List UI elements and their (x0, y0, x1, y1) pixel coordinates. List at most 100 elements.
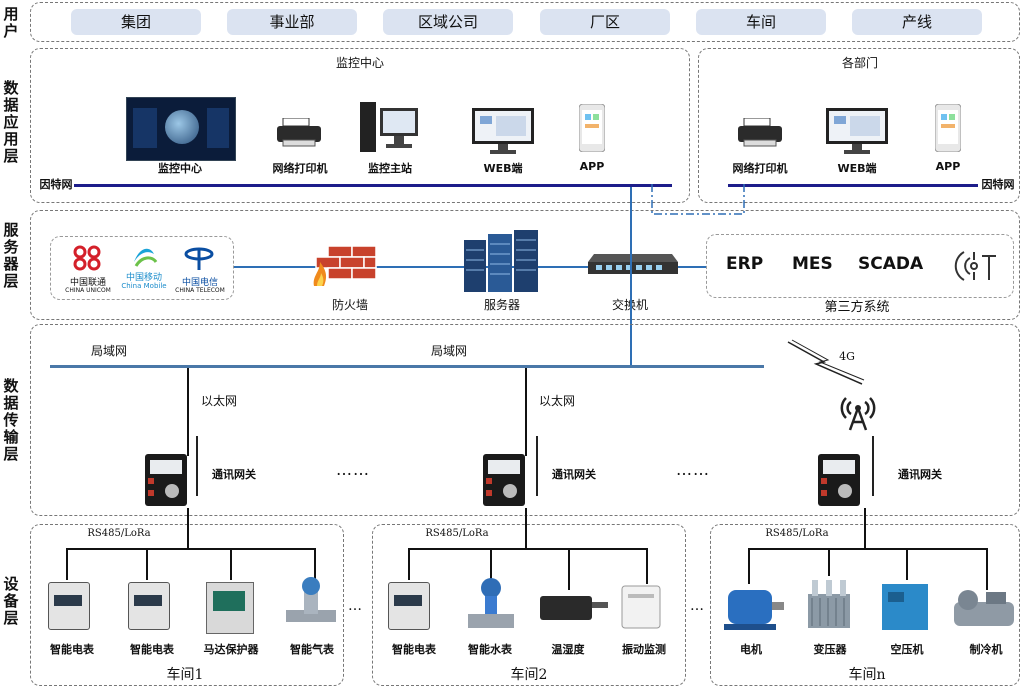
bus-drop (646, 548, 648, 584)
internet-bus (728, 184, 978, 187)
bus-drop (828, 548, 830, 576)
gateway-device-icon (818, 454, 860, 506)
gateway-label: 通讯网关 (898, 468, 942, 481)
lan-label: 局域网 (90, 344, 127, 358)
water-meter-icon (468, 578, 514, 628)
dashboard-screen-icon (126, 97, 236, 161)
bus-label: RS485/LoRa (87, 528, 151, 539)
user-layer-box (30, 2, 1020, 42)
bus-drop (146, 548, 148, 580)
motor-icon (724, 590, 784, 630)
power-meter-icon (48, 582, 90, 630)
device-label: 智能气表 (290, 643, 334, 656)
firewall-label: 防火墙 (331, 298, 368, 312)
dashed-link (651, 184, 745, 215)
workshop-name: 车间n (848, 667, 886, 683)
vibration-monitor-icon (621, 585, 661, 629)
server-icon (464, 230, 538, 292)
web-monitor-icon (472, 108, 534, 154)
device-label: 智能水表 (468, 643, 512, 656)
monitor-center-item: 监控主站 (368, 162, 412, 175)
field-bus (66, 548, 316, 550)
user-pill: 厂区 (540, 9, 670, 35)
device-ellipsis: … (348, 598, 363, 614)
device-label: 温湿度 (551, 643, 585, 656)
bus-label: RS485/LoRa (765, 528, 829, 539)
internet-label: 因特网 (39, 178, 73, 191)
carrier-name: 中国移动 (125, 273, 162, 283)
server-label: 服务器 (483, 298, 520, 312)
bus-drop (748, 548, 750, 584)
third-party-title: 第三方系统 (824, 300, 890, 315)
device-label: 智能电表 (392, 643, 436, 656)
gateway-antenna-icon (536, 436, 538, 496)
carrier-box (50, 236, 234, 300)
ethernet-label: 以太网 (200, 394, 237, 408)
device-label: 制冷机 (969, 643, 1003, 656)
gateway-ellipsis: …… (676, 460, 710, 479)
workstation-icon (360, 98, 420, 154)
china-unicom-logo-icon (73, 245, 101, 271)
service-layer-box (30, 210, 1020, 320)
third-party-system: MES (792, 254, 833, 274)
device-label: 马达保护器 (203, 643, 259, 656)
printer-icon (277, 117, 321, 148)
department-item: WEB端 (837, 162, 877, 175)
air-compressor-icon (882, 584, 928, 630)
monitor-center-box (30, 48, 690, 203)
temp-humidity-sensor-icon (540, 596, 608, 620)
workshop-box (372, 524, 686, 686)
ethernet-label: 以太网 (538, 394, 575, 408)
carrier-name-en: CHINA TELECOM (175, 287, 225, 294)
department-item: APP (935, 160, 961, 173)
power-meter-icon (128, 582, 170, 630)
firewall-icon (313, 246, 377, 286)
internet-label: 因特网 (981, 178, 1015, 191)
workshop-name: 车间2 (510, 667, 548, 683)
web-monitor-icon (826, 108, 888, 154)
user-pill: 产线 (852, 9, 982, 35)
monitor-center-item: APP (579, 160, 605, 173)
lan-label: 局域网 (430, 344, 467, 358)
layer-label-device: 设备层 (3, 575, 19, 627)
main-vertical-link (630, 187, 632, 367)
user-pill: 集团 (71, 9, 201, 35)
workshop-name: 车间1 (166, 667, 204, 683)
bus-drop (986, 548, 988, 590)
departments-title: 各部门 (841, 56, 878, 70)
bus-drop (66, 548, 68, 580)
gateway-to-bus-link (187, 508, 189, 548)
user-pill: 事业部 (227, 9, 357, 35)
device-label: 空压机 (890, 643, 924, 656)
device-label: 振动监测 (622, 643, 666, 656)
bus-drop (230, 548, 232, 580)
carrier-name-en: CHINA UNICOM (65, 287, 111, 294)
bus-drop (906, 548, 908, 580)
chiller-icon (954, 590, 1014, 626)
layer-label-service: 服务器层 (3, 221, 19, 290)
layer-label-user: 用户 (3, 5, 19, 40)
china-telecom-logo-icon (184, 247, 214, 270)
user-pill: 区域公司 (383, 9, 513, 35)
phone-icon (934, 103, 962, 153)
ethernet-drop (187, 368, 189, 456)
device-label: 电机 (740, 643, 762, 656)
gateway-device-icon (145, 454, 187, 506)
device-label: 变压器 (813, 643, 847, 656)
gateway-device-icon (483, 454, 525, 506)
department-item: 网络打印机 (732, 162, 788, 175)
ethernet-drop (525, 368, 527, 456)
gas-meter-icon (286, 577, 336, 622)
field-bus (408, 548, 648, 550)
internet-bus (74, 184, 672, 187)
bus-drop (568, 548, 570, 590)
gateway-label: 通讯网关 (552, 468, 596, 481)
user-pill: 车间 (696, 9, 826, 35)
third-party-system: ERP (726, 254, 764, 274)
bus-drop (490, 548, 492, 580)
third-party-box (706, 234, 1014, 298)
antenna-tower-icon (840, 397, 876, 431)
motor-protector-icon (206, 582, 254, 634)
china-mobile-logo-icon (134, 248, 158, 267)
monitor-center-item: 监控中心 (158, 162, 202, 175)
